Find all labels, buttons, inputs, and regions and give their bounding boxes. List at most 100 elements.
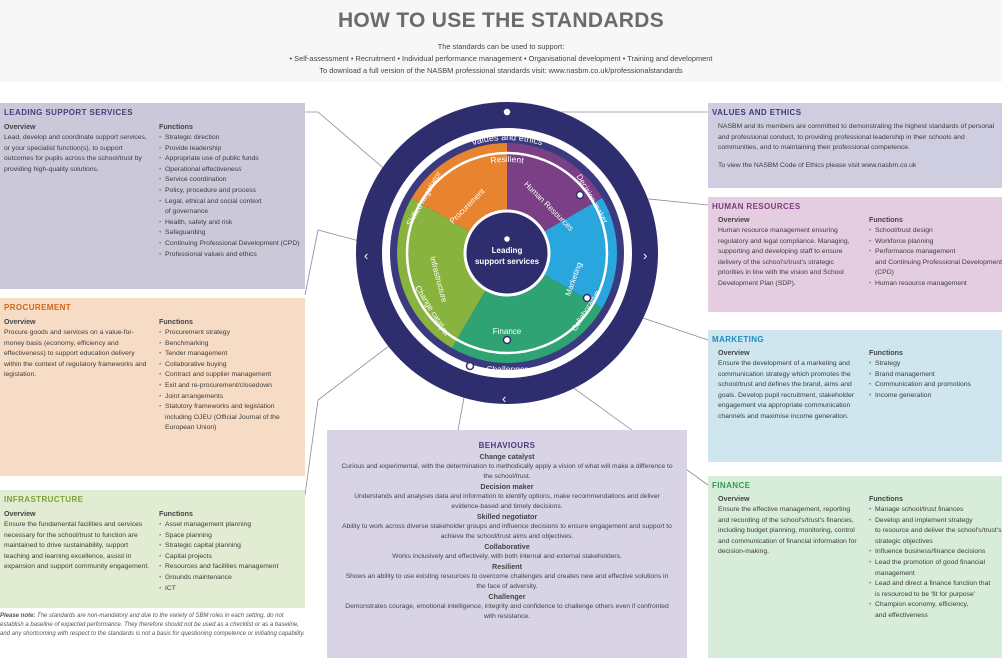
list-item: Appropriate use of public funds bbox=[159, 154, 304, 165]
list-item: Workforce planning bbox=[869, 237, 1002, 248]
list-item: Tender management bbox=[159, 349, 304, 360]
list-item: Joint arrangements bbox=[159, 392, 304, 403]
list-item: to resource and deliver the school's/tru… bbox=[875, 527, 1002, 535]
list-item: Capital projects bbox=[159, 552, 304, 563]
behaviour-description: Shows an ability to use existing resourc… bbox=[345, 573, 669, 590]
panel-title: BEHAVIOURS bbox=[478, 441, 536, 450]
header-download: To download a full version of the NASBM … bbox=[319, 66, 683, 75]
functions-list: School/trust design Workforce planning P… bbox=[869, 226, 1002, 290]
overview-label: Overview bbox=[4, 510, 36, 518]
overview-col: Overview Ensure the development of a mar… bbox=[718, 348, 858, 423]
panel-title: HUMAN RESOURCES bbox=[712, 202, 801, 211]
wheel-center-line1: Leading bbox=[492, 246, 523, 255]
overview-text: Ensure the effective management, reporti… bbox=[718, 506, 857, 556]
functions-label: Functions bbox=[869, 216, 903, 224]
panel-behaviours: BEHAVIOURS Change catalyst Curious and e… bbox=[327, 430, 687, 658]
overview-text: Procure goods and services on a value-fo… bbox=[4, 329, 147, 379]
panel-title: VALUES AND ETHICS bbox=[712, 108, 802, 117]
wheel-resilient-label: Resilient bbox=[490, 154, 525, 166]
functions-list: Manage school/trust finances Develop and… bbox=[869, 505, 1002, 622]
behaviour-heading: Change catalyst bbox=[479, 452, 535, 461]
header: HOW TO USE THE STANDARDS The standards c… bbox=[0, 0, 1002, 82]
overview-col: Overview Ensure the effective management… bbox=[718, 494, 858, 558]
list-item: Champion economy, efficiency, bbox=[869, 600, 1002, 611]
list-item: Strategic capital planning bbox=[159, 541, 304, 552]
list-item: Human resource management bbox=[869, 279, 1002, 290]
list-item: Grounds maintenance bbox=[159, 573, 304, 584]
panel-title: PROCUREMENT bbox=[4, 303, 72, 312]
list-item: ICT bbox=[159, 584, 304, 595]
functions-col: Functions Strategy Brand management Comm… bbox=[869, 348, 999, 401]
connector-dots bbox=[465, 107, 592, 371]
header-intro: The standards can be used to support: bbox=[437, 42, 565, 51]
list-item: School/trust design bbox=[869, 226, 1002, 237]
panel-human-resources: HUMAN RESOURCES Overview Human resource … bbox=[708, 197, 1002, 312]
standards-wheel: Values and ethics Resilient Challenger S… bbox=[356, 102, 658, 406]
note-text: The standards are non-mandatory and due … bbox=[0, 613, 305, 638]
panel-title: MARKETING bbox=[712, 335, 765, 344]
list-item: Operational effectiveness bbox=[159, 165, 304, 176]
list-item: Legal, ethical and social context bbox=[159, 197, 304, 208]
behaviour-description: Curious and experimental, with the deter… bbox=[341, 463, 673, 480]
panel-title: INFRASTRUCTURE bbox=[4, 495, 84, 504]
functions-label: Functions bbox=[159, 123, 193, 131]
functions-col: Functions Manage school/trust finances D… bbox=[869, 494, 1002, 622]
list-item: Manage school/trust finances bbox=[869, 505, 1002, 516]
panel-values-and-ethics: VALUES AND ETHICS NASBM and its members … bbox=[708, 103, 1002, 188]
behaviour-heading: Skilled negotiator bbox=[476, 512, 538, 521]
list-item: management bbox=[875, 569, 915, 577]
note-label: Please note: bbox=[0, 613, 36, 619]
ve-link-text: To view the NASBM Code of Ethics please … bbox=[718, 161, 917, 169]
functions-label: Functions bbox=[869, 349, 903, 357]
overview-label: Overview bbox=[4, 123, 36, 131]
overview-col: Overview Lead, develop and coordinate su… bbox=[4, 122, 149, 175]
list-item: and effectiveness bbox=[875, 611, 928, 619]
list-item: Communication and promotions bbox=[869, 380, 999, 391]
list-item: Brand management bbox=[869, 370, 999, 381]
functions-label: Functions bbox=[159, 510, 193, 518]
functions-label: Functions bbox=[159, 318, 193, 326]
list-item: Asset management planning bbox=[159, 520, 304, 531]
list-item: Continuing Professional Development (CPD… bbox=[159, 239, 304, 250]
functions-col: Functions School/trust design Workforce … bbox=[869, 215, 1002, 290]
overview-label: Overview bbox=[4, 318, 36, 326]
panel-marketing: MARKETING Overview Ensure the developmen… bbox=[708, 330, 1002, 462]
list-item: including OJEU (Official Journal of the bbox=[165, 413, 280, 421]
list-item: and Continuing Professional Development bbox=[875, 258, 1002, 266]
list-item: Service coordination bbox=[159, 175, 304, 186]
overview-col: Overview Ensure the fundamental faciliti… bbox=[4, 509, 152, 573]
list-item: Contract and supplier management bbox=[159, 370, 304, 381]
list-item: Provide leadership bbox=[159, 144, 304, 155]
overview-text: Lead, develop and coordinate support ser… bbox=[4, 134, 147, 173]
overview-text: Ensure the fundamental facilities and se… bbox=[4, 521, 150, 571]
panel-finance: FINANCE Overview Ensure the effective ma… bbox=[708, 476, 1002, 658]
functions-list: Asset management planning Space planning… bbox=[159, 520, 304, 594]
list-item: Professional values and ethics bbox=[159, 250, 304, 261]
functions-list: Strategy Brand management Communication … bbox=[869, 359, 999, 401]
overview-col: Overview Procure goods and services on a… bbox=[4, 317, 149, 381]
behaviour-heading: Collaborative bbox=[484, 542, 530, 551]
chevron-down-icon: ‹ bbox=[502, 391, 506, 406]
list-item: Influence business/finance decisions bbox=[869, 547, 1002, 558]
behaviour-heading: Challenger bbox=[488, 592, 526, 601]
panel-title: FINANCE bbox=[712, 481, 751, 490]
list-item: of governance bbox=[165, 208, 209, 216]
behaviour-description: Ability to work across diverse stakehold… bbox=[342, 523, 672, 540]
overview-text: Ensure the development of a marketing an… bbox=[718, 360, 855, 420]
list-item: Space planning bbox=[159, 531, 304, 542]
functions-list: Strategic direction Provide leadership A… bbox=[159, 133, 304, 260]
list-item: Statutory frameworks and legislation bbox=[159, 402, 304, 413]
list-item: is resourced to be 'fit for purpose' bbox=[875, 590, 976, 598]
list-item: Resources and facilities management bbox=[159, 562, 304, 573]
behaviour-description: Works inclusively and effectively, with … bbox=[392, 553, 622, 560]
list-item: strategic objectives bbox=[875, 537, 933, 545]
functions-col: Functions Asset management planning Spac… bbox=[159, 509, 304, 594]
list-item: Policy, procedure and process bbox=[159, 186, 304, 197]
panel-infrastructure: INFRASTRUCTURE Overview Ensure the funda… bbox=[0, 490, 305, 608]
ve-text: NASBM and its members are committed to d… bbox=[718, 123, 995, 152]
functions-col: Functions Procurement strategy Benchmark… bbox=[159, 317, 304, 434]
page-title: HOW TO USE THE STANDARDS bbox=[337, 9, 665, 32]
disclaimer-note: Please note: The standards are non-manda… bbox=[0, 612, 305, 640]
list-item: Develop and implement strategy bbox=[869, 516, 1002, 527]
panel-title: LEADING SUPPORT SERVICES bbox=[4, 108, 134, 117]
